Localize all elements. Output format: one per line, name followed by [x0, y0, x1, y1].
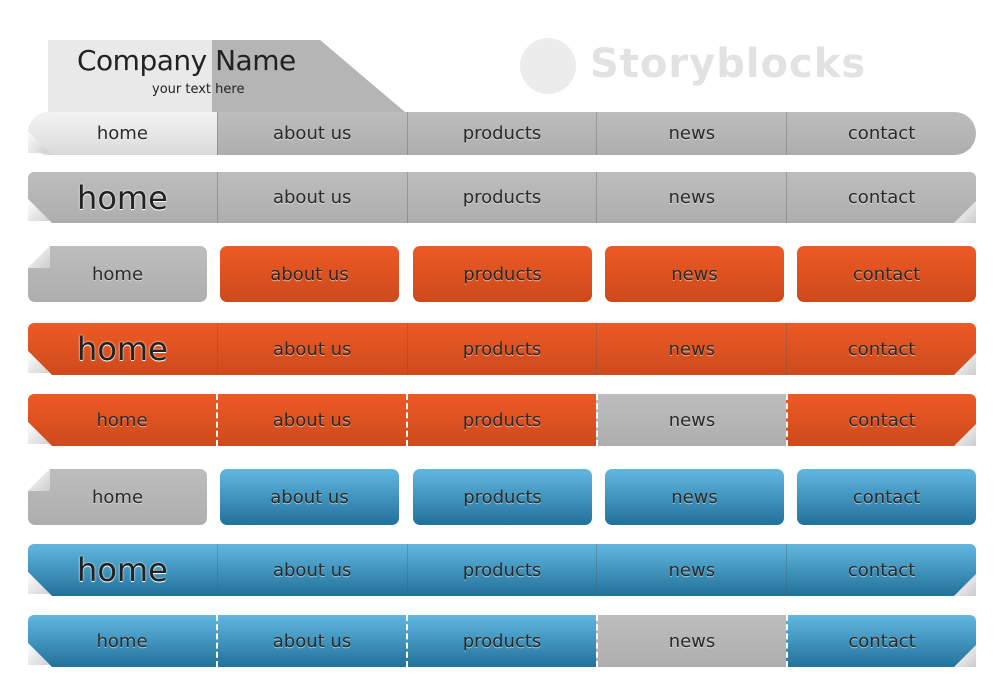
nav-item-contact[interactable]: contact — [786, 172, 976, 223]
nav-item-news[interactable]: news — [596, 172, 786, 223]
nav-button-contact[interactable]: contact — [797, 246, 976, 302]
nav-item-products[interactable]: products — [407, 544, 597, 596]
nav-button-home[interactable]: home — [28, 469, 207, 525]
nav-item-home[interactable]: home — [96, 409, 148, 431]
nav-button-about-us[interactable]: about us — [220, 469, 399, 525]
nav-item-home[interactable]: home — [77, 178, 168, 217]
nav-item-about-us[interactable]: about us — [216, 394, 406, 446]
nav-item-products[interactable]: products — [406, 112, 597, 155]
nav-item-about-us[interactable]: about us — [217, 172, 407, 223]
nav-item-news[interactable]: news — [596, 112, 786, 155]
nav-item-products[interactable]: products — [407, 172, 597, 223]
nav-button-news[interactable]: news — [605, 246, 784, 302]
page-curl-icon — [28, 246, 50, 268]
nav-item-home[interactable]: home — [96, 630, 148, 652]
nav-item-about-us[interactable]: about us — [216, 112, 407, 155]
tagline: your text here — [152, 82, 245, 97]
nav-button-contact[interactable]: contact — [797, 469, 976, 525]
company-name: Company Name — [77, 44, 296, 77]
nav-item-contact[interactable]: contact — [786, 323, 976, 375]
nav-item-home[interactable]: home — [28, 112, 217, 155]
nav-item-contact[interactable]: contact — [786, 615, 976, 667]
nav-button-products[interactable]: products — [413, 469, 592, 525]
nav-item-products[interactable]: products — [406, 394, 596, 446]
nav-item-news[interactable]: news — [596, 323, 786, 375]
nav-item-about-us[interactable]: about us — [217, 323, 407, 375]
nav-item-news[interactable]: news — [596, 544, 786, 596]
nav-item-contact[interactable]: contact — [786, 544, 976, 596]
nav-button-news[interactable]: news — [605, 469, 784, 525]
nav-item-contact[interactable]: contact — [786, 394, 976, 446]
header-tab-light — [48, 40, 212, 112]
nav-item-products[interactable]: products — [406, 615, 596, 667]
watermark-text: Storyblocks — [590, 41, 867, 87]
nav-item-contact[interactable]: contact — [786, 112, 976, 155]
nav-item-home[interactable]: home — [77, 551, 168, 589]
page-curl-icon — [28, 469, 50, 491]
nav-item-home[interactable]: home — [77, 330, 168, 368]
nav-item-news[interactable]: news — [596, 394, 786, 446]
nav-item-news[interactable]: news — [596, 615, 786, 667]
nav-button-home[interactable]: home — [28, 246, 207, 302]
watermark: Storyblocks — [520, 38, 866, 94]
nav-item-about-us[interactable]: about us — [217, 544, 407, 596]
nav-item-about-us[interactable]: about us — [216, 615, 406, 667]
nav-item-products[interactable]: products — [407, 323, 597, 375]
nav-button-about-us[interactable]: about us — [220, 246, 399, 302]
nav-button-products[interactable]: products — [413, 246, 592, 302]
watermark-logo-icon — [520, 38, 576, 94]
